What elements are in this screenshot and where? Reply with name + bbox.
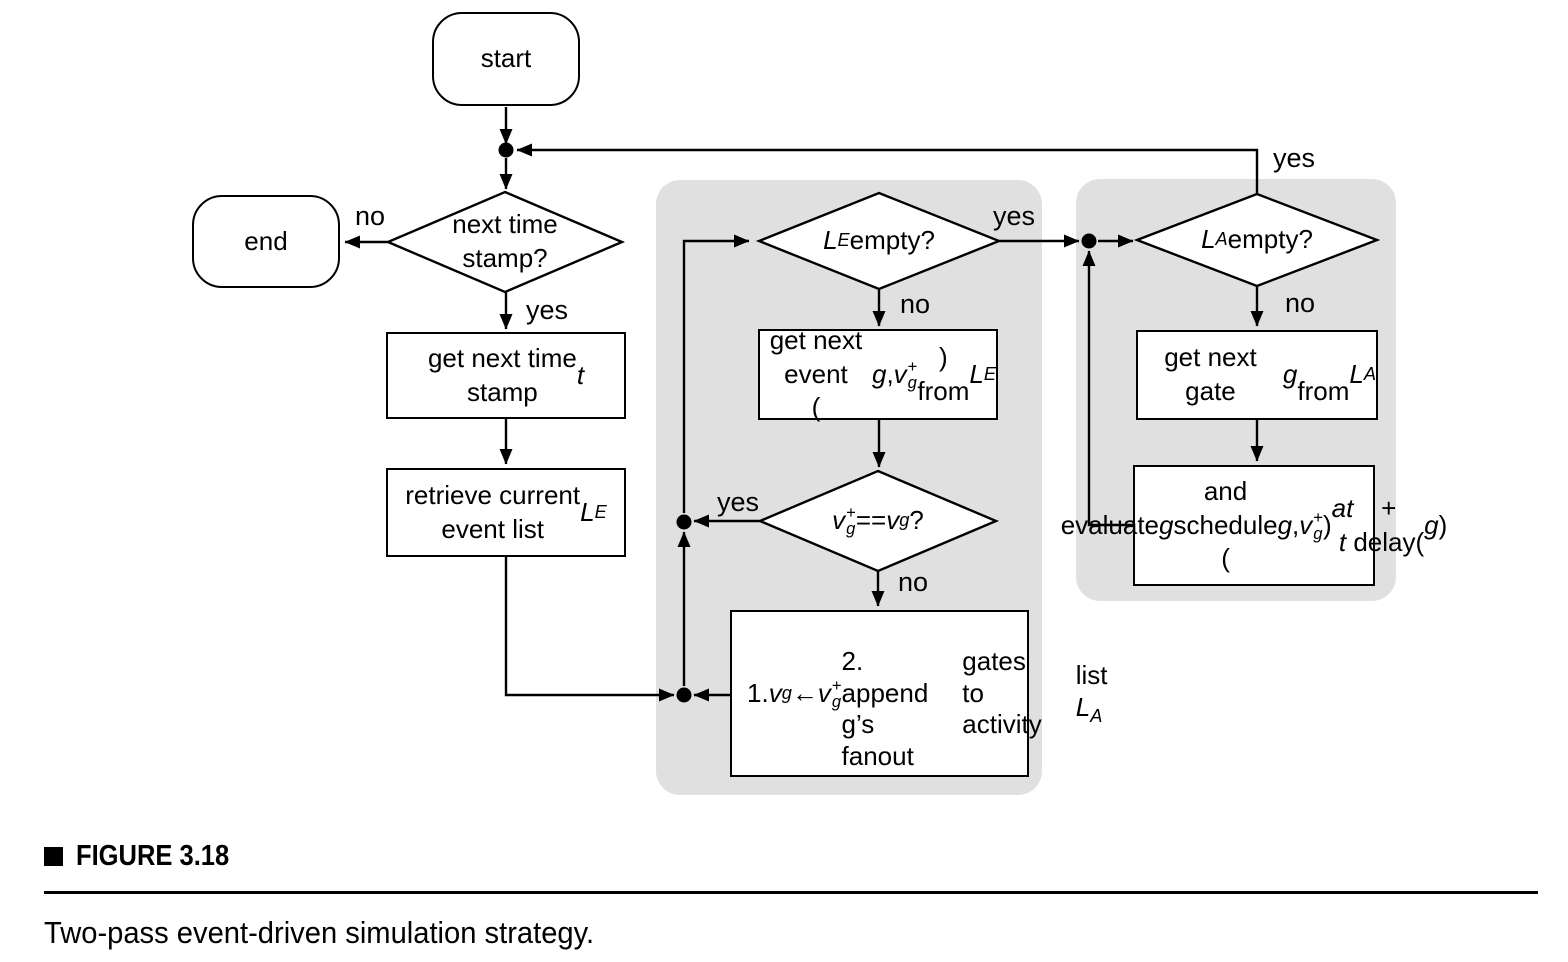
- junction-dot-right: [1081, 233, 1097, 249]
- edge-evaluate-loop: [1082, 250, 1133, 527]
- decision-le-empty: [755, 191, 1003, 291]
- start-node: start: [432, 12, 580, 106]
- branch-label-yes-1: yes: [526, 295, 569, 325]
- figure-caption: Two-pass event-driven simulation strateg…: [44, 915, 595, 950]
- branch-label-yes-3: yes: [717, 487, 760, 517]
- square-bullet-icon: [44, 847, 63, 866]
- decision-next-time-stamp: [384, 190, 626, 294]
- figure-number: FIGURE 3.18: [76, 840, 230, 872]
- branch-label-no-2: no: [900, 289, 931, 319]
- edge-la-empty-yes: [516, 143, 1259, 194]
- junction-dot-mid: [676, 514, 692, 530]
- branch-label-yes-4: yes: [1273, 143, 1316, 173]
- junction-dot-top: [498, 142, 514, 158]
- decision-la-empty: [1133, 192, 1381, 288]
- branch-label-no-4: no: [1285, 288, 1316, 318]
- branch-label-yes-2: yes: [993, 201, 1036, 231]
- end-node: end: [192, 195, 340, 288]
- junction-dot-low: [676, 687, 692, 703]
- decision-value-equal: [756, 469, 1000, 573]
- figure-label: FIGURE 3.18: [44, 840, 250, 873]
- figure-divider: [44, 891, 1538, 894]
- branch-label-no-1: no: [355, 201, 386, 231]
- edge-merge-mid-to-le-empty: [682, 234, 750, 513]
- edge-retrieve-to-merge-low: [504, 557, 675, 702]
- branch-label-no-3: no: [898, 567, 929, 597]
